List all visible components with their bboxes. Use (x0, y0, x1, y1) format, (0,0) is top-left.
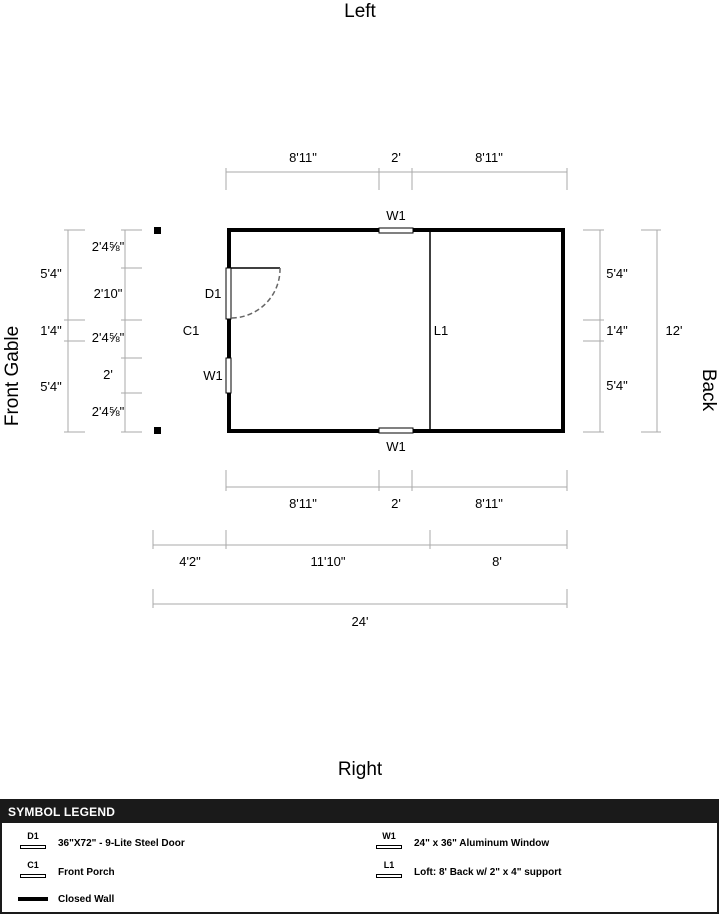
loft-symbol-icon: L1 (372, 860, 406, 884)
legend-text: Front Porch (58, 866, 115, 878)
legend-code: L1 (383, 860, 395, 870)
right-dimension-line (583, 229, 661, 433)
symbol-legend: SYMBOL LEGEND D1 36"X72" - 9-Lite Steel … (0, 799, 719, 914)
left-outer-dimension-line (64, 229, 85, 433)
bottom-dim-1: 8'11" (289, 496, 317, 511)
legend-text: 36"X72" - 9-Lite Steel Door (58, 837, 185, 849)
side-label-left: Left (344, 1, 376, 22)
legend-code: D1 (27, 831, 39, 841)
main-room-dim: 11'10" (310, 554, 345, 569)
label-window-top: W1 (386, 208, 406, 223)
left-inner-dimension-line (121, 229, 142, 433)
left-outer-dim-3: 5'4" (40, 379, 62, 394)
porch-depth-dim: 4'2" (179, 554, 201, 569)
label-porch: C1 (183, 323, 200, 338)
window-bottom (378, 427, 414, 434)
section-dimension-line (152, 530, 568, 549)
left-inner-dim-3: 2'4⅝" (92, 330, 125, 345)
overall-width: 12' (666, 323, 683, 338)
porch-symbol-icon: C1 (16, 860, 50, 884)
bottom-dim-3: 8'11" (475, 496, 503, 511)
right-dim-1: 5'4" (606, 266, 628, 281)
legend-text: 24" x 36" Aluminum Window (414, 837, 550, 849)
legend-text: Loft: 8' Back w/ 2" x 4" support (414, 866, 562, 878)
window-symbol-icon: W1 (372, 831, 406, 855)
label-loft: L1 (434, 323, 448, 338)
legend-item-loft: L1 Loft: 8' Back w/ 2" x 4" support (372, 860, 561, 884)
legend-item-door: D1 36"X72" - 9-Lite Steel Door (16, 831, 185, 855)
top-dim-1: 8'11" (289, 150, 317, 165)
floor-plan: Left Right Front Gable Back 8'11" 2' 8'1… (2, 1, 719, 780)
legend-item-porch: C1 Front Porch (16, 860, 115, 884)
legend-item-window: W1 24" x 36" Aluminum Window (372, 831, 549, 855)
legend-code: W1 (382, 831, 396, 841)
door-symbol-icon: D1 (16, 831, 50, 855)
left-outer-dim-1: 5'4" (40, 266, 62, 281)
legend-code: C1 (27, 860, 39, 870)
door-d1 (225, 267, 281, 320)
left-inner-dim-5: 2'4⅝" (92, 404, 125, 419)
closed-wall-outline (227, 228, 565, 433)
window-front (225, 357, 232, 394)
overall-length-line (152, 589, 568, 608)
porch-post-bottom (154, 427, 161, 434)
loft-length-dim: 8' (492, 554, 502, 569)
left-inner-dim-2: 2'10" (94, 286, 123, 301)
label-window-bottom: W1 (386, 439, 406, 454)
right-dim-2: 1'4" (606, 323, 628, 338)
legend-title: SYMBOL LEGEND (2, 801, 717, 823)
side-label-front-gable: Front Gable (2, 326, 23, 426)
porch-post-top (154, 227, 161, 234)
bottom-dim-2: 2' (391, 496, 401, 511)
top-dim-3: 8'11" (475, 150, 503, 165)
left-inner-dim-4: 2' (103, 367, 113, 382)
top-dim-2: 2' (391, 150, 401, 165)
left-outer-dim-2: 1'4" (40, 323, 62, 338)
label-door: D1 (205, 286, 222, 301)
closed-wall-symbol-icon (16, 887, 50, 911)
window-top (378, 227, 414, 234)
top-dimension-line (225, 168, 568, 190)
bottom-dimension-line (225, 470, 568, 491)
legend-item-closed-wall: Closed Wall (16, 887, 114, 911)
side-label-back: Back (698, 369, 719, 412)
side-label-right: Right (338, 759, 383, 780)
label-window-front: W1 (203, 368, 223, 383)
left-inner-dim-1: 2'4⅝" (92, 239, 125, 254)
overall-length: 24' (352, 614, 369, 629)
right-dim-3: 5'4" (606, 378, 628, 393)
legend-text: Closed Wall (58, 893, 115, 905)
